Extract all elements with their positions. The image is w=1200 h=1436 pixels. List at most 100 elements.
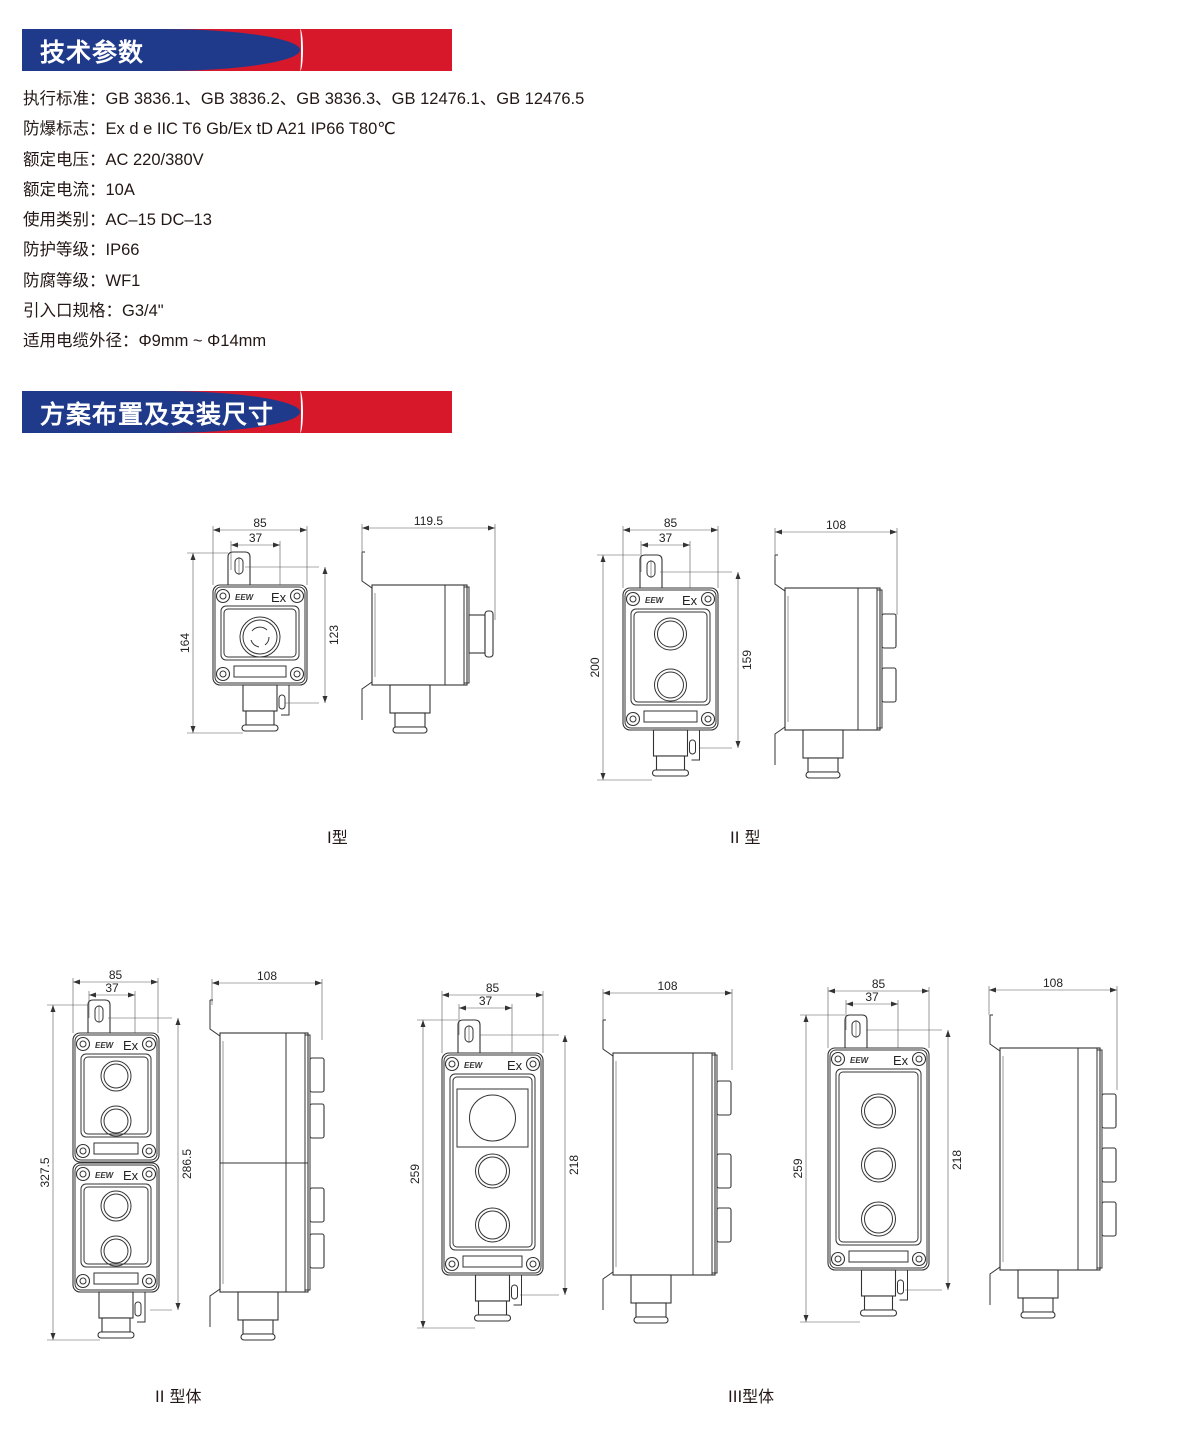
spec-row: 额定电流：10A (23, 175, 584, 205)
spec-label: 执行标准： (23, 90, 106, 108)
spec-row: 防护等级：IP66 (23, 235, 584, 265)
drawing-caption: II 型体 (155, 1387, 202, 1406)
dimension-label: 85 (872, 977, 886, 991)
corner-screw-icon (834, 1255, 842, 1263)
push-button-side (309, 1187, 325, 1223)
cable-gland (242, 684, 278, 712)
cable-gland (652, 729, 689, 757)
corner-screw-icon (79, 1040, 87, 1048)
dimension-arrow (459, 1005, 466, 1011)
dimension-label: 85 (109, 968, 123, 982)
cable-gland-side (802, 729, 844, 759)
corner-screw-icon (834, 1055, 842, 1063)
corner-screw-icon (448, 1060, 456, 1068)
dimension-arrow (711, 527, 718, 533)
cover-frame (835, 1068, 922, 1246)
spec-row: 引入口规格：G3/4" (23, 296, 584, 326)
spec-value: GB 3836.1、GB 3836.2、GB 3836.3、GB 12476.1… (105, 90, 585, 108)
brand-logo: EEW (95, 1041, 115, 1050)
dimension-arrow (828, 988, 835, 994)
spec-value: Ex d e IIC T6 Gb/Ex tD A21 IP66 T80℃ (105, 120, 396, 139)
nameplate (233, 665, 287, 678)
enclosure-side (371, 584, 468, 686)
dimension-arrow (505, 1005, 512, 1011)
cable-gland-nut (655, 755, 686, 771)
spec-value: AC–15 DC–13 (105, 211, 212, 230)
dimension-arrow (600, 555, 606, 562)
corner-screw-icon (215, 666, 231, 682)
corner-screw-icon (293, 670, 301, 678)
dimension-label: 108 (826, 518, 846, 532)
cover-frame-inner (83, 1186, 149, 1265)
spec-row: 执行标准：GB 3836.1、GB 3836.2、GB 3836.3、GB 12… (23, 84, 584, 114)
emergency-stop-head (484, 610, 494, 658)
spec-label: 使用类别： (23, 211, 106, 230)
enclosure-edge (829, 1049, 928, 1269)
spec-value: G3/4" (122, 302, 164, 321)
dimension-arrow (89, 992, 96, 998)
cable-gland-nut-side (394, 712, 426, 728)
dimension-arrow (300, 527, 307, 533)
push-button (103, 1063, 129, 1089)
push-button (100, 1060, 132, 1092)
corner-screw-icon (525, 1256, 541, 1272)
cable-gland-nut (101, 1317, 131, 1333)
push-button (475, 1153, 510, 1189)
cable-gland-cap (473, 1314, 512, 1322)
push-button (864, 1204, 893, 1234)
nameplate (93, 1272, 139, 1285)
dimension-arrow (735, 572, 741, 579)
cover-frame (449, 1073, 536, 1251)
dimension-label: 37 (105, 981, 119, 995)
corner-screw-icon (289, 588, 305, 604)
dimension-label: 200 (588, 657, 602, 677)
emergency-stop-button (239, 616, 281, 658)
corner-screw-icon (219, 592, 227, 600)
section-banner-tech-params: 技术参数 (22, 29, 452, 71)
dimension-label: 108 (257, 969, 277, 983)
spec-row: 额定电压：AC 220/380V (23, 145, 584, 175)
drawing-caption: III型体 (728, 1387, 775, 1406)
dimension-arrow (989, 987, 996, 993)
cover-frame-inner (83, 1056, 149, 1135)
ex-mark: Ex (893, 1053, 909, 1068)
corner-screw-icon (79, 1277, 87, 1285)
mounting-bracket (209, 1288, 221, 1327)
dimension-arrow (488, 525, 495, 531)
push-button-side (309, 1103, 325, 1139)
corner-screw-icon (145, 1040, 153, 1048)
section-title: 技术参数 (40, 38, 145, 67)
cover-rim (876, 589, 883, 729)
dimension-arrow (890, 529, 897, 535)
spec-value: AC 220/380V (105, 150, 204, 169)
dimension-label: 286.5 (180, 1149, 194, 1179)
cable-gland-cap (241, 724, 279, 732)
cable-gland-cap-side (805, 771, 841, 779)
nameplate (848, 1250, 909, 1263)
mounting-bracket (209, 1000, 221, 1037)
nameplate (462, 1255, 523, 1268)
cable-gland-cap-side (392, 726, 428, 734)
cable-gland (98, 1291, 134, 1319)
spec-row: 防爆标志：Ex d e IIC T6 Gb/Ex tD A21 IP66 T80… (23, 114, 584, 144)
dimension-label: 259 (791, 1158, 805, 1178)
dimension-arrow (213, 527, 220, 533)
corner-screw-icon (911, 1051, 927, 1067)
dimension-arrow (725, 990, 732, 996)
dimension-arrow (536, 992, 543, 998)
brand-logo: EEW (645, 596, 665, 605)
spec-row: 防腐等级：WF1 (23, 266, 584, 296)
spec-label: 防爆标志： (23, 120, 106, 139)
dimension-label: 119.5 (414, 514, 443, 528)
dimension-label: 218 (567, 1155, 581, 1175)
spec-label: 防腐等级： (23, 271, 106, 290)
enclosure-body (72, 1032, 160, 1163)
corner-screw-icon (141, 1166, 157, 1182)
push-button (864, 1150, 893, 1180)
earth-bolt (278, 694, 286, 710)
earth-terminal (509, 1274, 522, 1306)
spec-list: 执行标准：GB 3836.1、GB 3836.2、GB 3836.3、GB 12… (23, 84, 584, 357)
push-button (861, 1201, 896, 1237)
corner-screw-icon (915, 1255, 923, 1263)
